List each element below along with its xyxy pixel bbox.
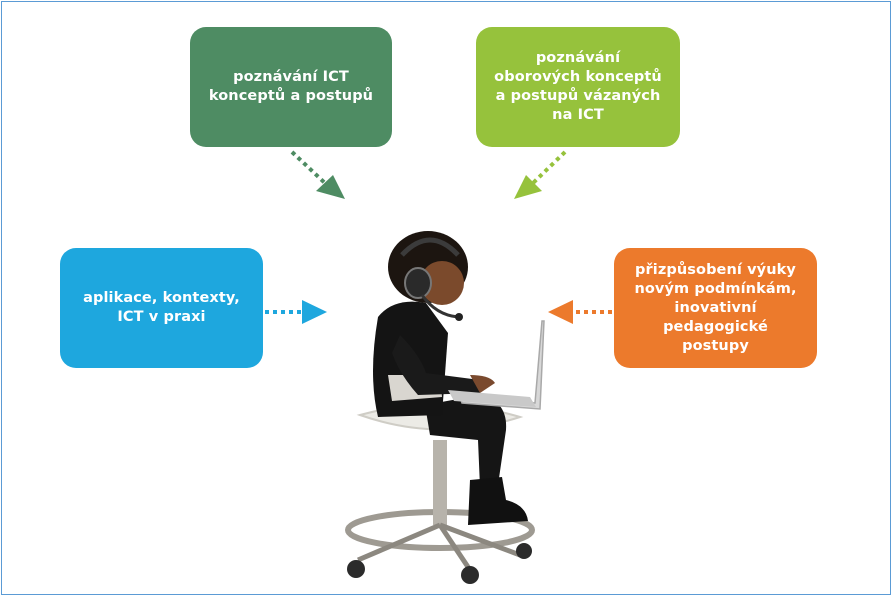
- arrow-left: [265, 300, 327, 324]
- arrow-top-left: [290, 150, 345, 199]
- box-ict-concepts: poznávání ICT konceptů a postupů: [190, 27, 392, 147]
- box-applications: aplikace, kontexty, ICT v praxi: [60, 248, 263, 368]
- box-teaching-adaptation: přizpůsobení výuky novým podmínkám, inov…: [614, 248, 817, 368]
- student-illustration: [345, 231, 545, 584]
- box-applications-label: aplikace, kontexty, ICT v praxi: [83, 290, 240, 325]
- arrow-top-right: [514, 150, 567, 199]
- box-ict-concepts-label: poznávání ICT konceptů a postupů: [208, 69, 374, 104]
- box-subject-concepts: poznávání oborových konceptů a postupů v…: [476, 27, 680, 147]
- laptop: [448, 320, 545, 410]
- arrow-right: [548, 300, 612, 324]
- box-teaching-adaptation-label: přizpůsobení výuky novým podmínkám, inov…: [634, 261, 797, 354]
- headset: [400, 237, 463, 321]
- box-subject-concepts-label: poznávání oborových konceptů a postupů v…: [494, 50, 662, 123]
